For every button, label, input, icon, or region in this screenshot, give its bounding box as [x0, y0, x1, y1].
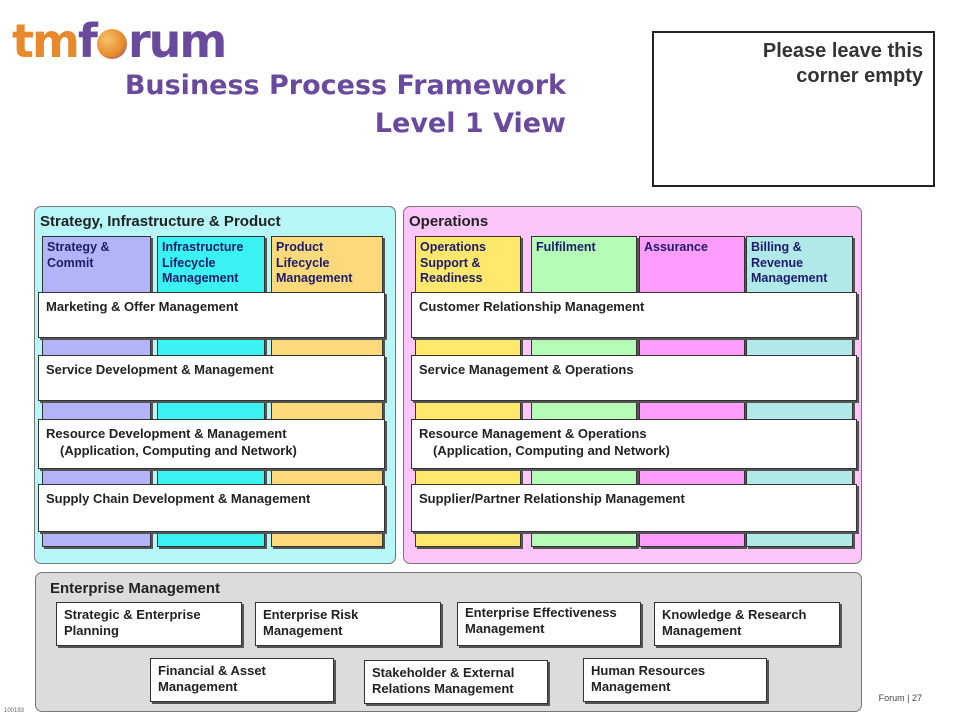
row-marketing-offer: Marketing & Offer Management [38, 292, 385, 338]
logo-orb-icon [96, 29, 127, 59]
page-title-line2: Level 1 View [374, 108, 566, 139]
row-resource-management: Resource Management & Operations(Applica… [411, 419, 857, 469]
sip-panel-title: Strategy, Infrastructure & Product [40, 213, 281, 230]
page-title-line1: Business Process Framework [124, 70, 566, 101]
row-resource-development: Resource Development & Management(Applic… [38, 419, 385, 469]
row-service-management: Service Management & Operations [411, 355, 857, 401]
operations-panel-title: Operations [409, 213, 489, 230]
corner-placeholder-box: Please leave this corner empty [652, 31, 935, 187]
corner-note-line1: Please leave this [762, 40, 923, 62]
enterprise-panel-title: Enterprise Management [50, 580, 221, 597]
slide-code: 100193 [4, 708, 25, 714]
corner-note-line2: corner empty [796, 65, 923, 87]
row-service-development: Service Development & Management [38, 355, 385, 401]
footer-page-number: Forum | 27 [878, 693, 922, 703]
row-supplier-partner: Supplier/Partner Relationship Management [411, 484, 857, 532]
row-supply-chain-development: Supply Chain Development & Management [38, 484, 385, 532]
row-customer-relationship: Customer Relationship Management [411, 292, 857, 338]
